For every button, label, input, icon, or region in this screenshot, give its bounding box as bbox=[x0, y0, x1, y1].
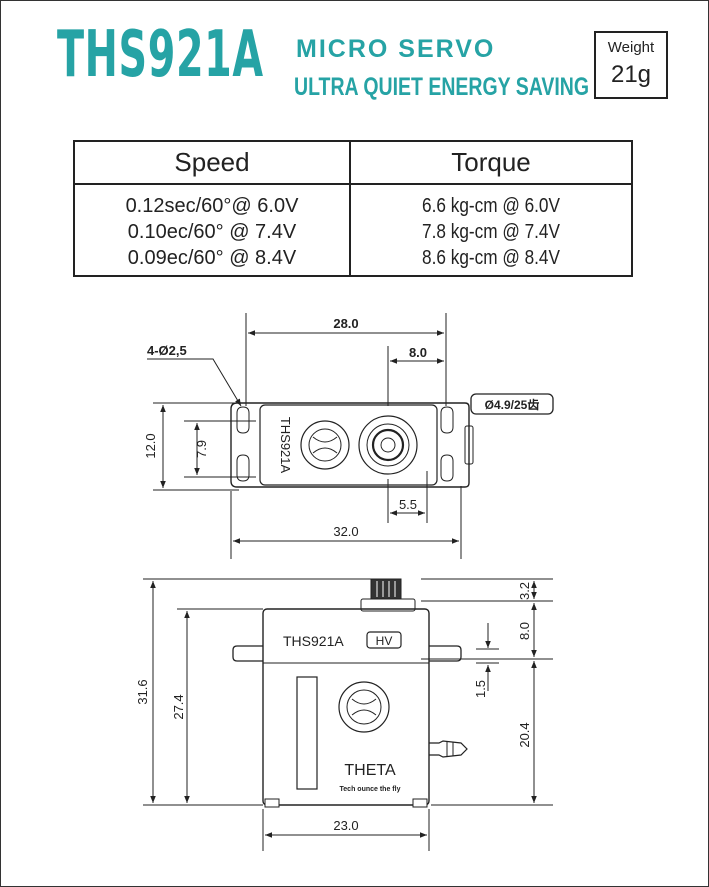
top-view bbox=[147, 313, 554, 559]
speed-header: Speed bbox=[75, 142, 349, 185]
torque-column: Torque 6.6 kg-cm @ 6.0V 7.8 kg-cm @ 7.4V… bbox=[351, 142, 631, 275]
torque-row: 6.6 kg-cm @ 6.0V bbox=[422, 195, 560, 217]
label-slogan: Tech ounce the fly bbox=[340, 786, 401, 793]
torque-row: 8.6 kg-cm @ 8.4V bbox=[422, 247, 560, 269]
spec-table: Speed 0.12sec/60°@ 6.0V 0.10ec/60° @ 7.4… bbox=[73, 140, 633, 277]
dim-mount-thickness: 1.5 bbox=[473, 680, 488, 698]
dim-body-height: 27.4 bbox=[171, 694, 186, 719]
top-view-labels: 28.0 8.0 4-Ø2,5 Ø4.9/25齿 5.5 32.0 12.0 7… bbox=[143, 316, 539, 539]
case-text: THS921A bbox=[278, 417, 293, 474]
label-model: THS921A bbox=[283, 633, 344, 649]
dim-total-height: 31.6 bbox=[135, 679, 150, 704]
dim-width: 23.0 bbox=[333, 818, 358, 833]
dim-holes: 4-Ø2,5 bbox=[147, 343, 187, 358]
dim-top-inner: 8.0 bbox=[409, 345, 427, 360]
model-title: THS921A bbox=[57, 18, 264, 92]
subtitle-features: ULTRA QUIET ENERGY SAVING bbox=[294, 73, 590, 101]
speed-row: 0.12sec/60°@ 6.0V bbox=[125, 195, 299, 217]
subtitle-micro-servo: MICRO SERVO bbox=[296, 35, 496, 63]
side-view bbox=[143, 578, 553, 851]
speed-column: Speed 0.12sec/60°@ 6.0V 0.10ec/60° @ 7.4… bbox=[75, 142, 351, 275]
label-hv: HV bbox=[376, 634, 393, 648]
weight-label: Weight bbox=[607, 39, 655, 56]
speed-row: 0.10ec/60° @ 7.4V bbox=[127, 221, 297, 243]
dim-height-outer: 12.0 bbox=[143, 433, 158, 458]
dim-bottom: 32.0 bbox=[333, 524, 358, 539]
dim-lower-section: 20.4 bbox=[517, 722, 532, 747]
torque-header: Torque bbox=[351, 142, 631, 185]
side-view-labels: 31.6 27.4 3.2 8.0 1.5 20.4 23.0 THS921A … bbox=[135, 582, 532, 833]
weight-value: 21g bbox=[610, 61, 652, 88]
dim-top-section: 8.0 bbox=[517, 622, 532, 640]
dim-shaft-offset: 5.5 bbox=[399, 497, 417, 512]
weight-box: Weight 21g bbox=[594, 31, 668, 99]
torque-row: 7.8 kg-cm @ 7.4V bbox=[422, 221, 560, 243]
technical-drawing: 28.0 8.0 4-Ø2,5 Ø4.9/25齿 5.5 32.0 12.0 7… bbox=[135, 313, 554, 851]
speed-row: 0.09ec/60° @ 8.4V bbox=[127, 247, 297, 269]
dim-top-outer: 28.0 bbox=[333, 316, 358, 331]
dim-height-inner: 7.9 bbox=[194, 440, 209, 458]
dim-spline: Ø4.9/25齿 bbox=[485, 397, 540, 412]
dim-shaft: 3.2 bbox=[517, 582, 532, 600]
label-brand: THETA bbox=[344, 762, 396, 779]
